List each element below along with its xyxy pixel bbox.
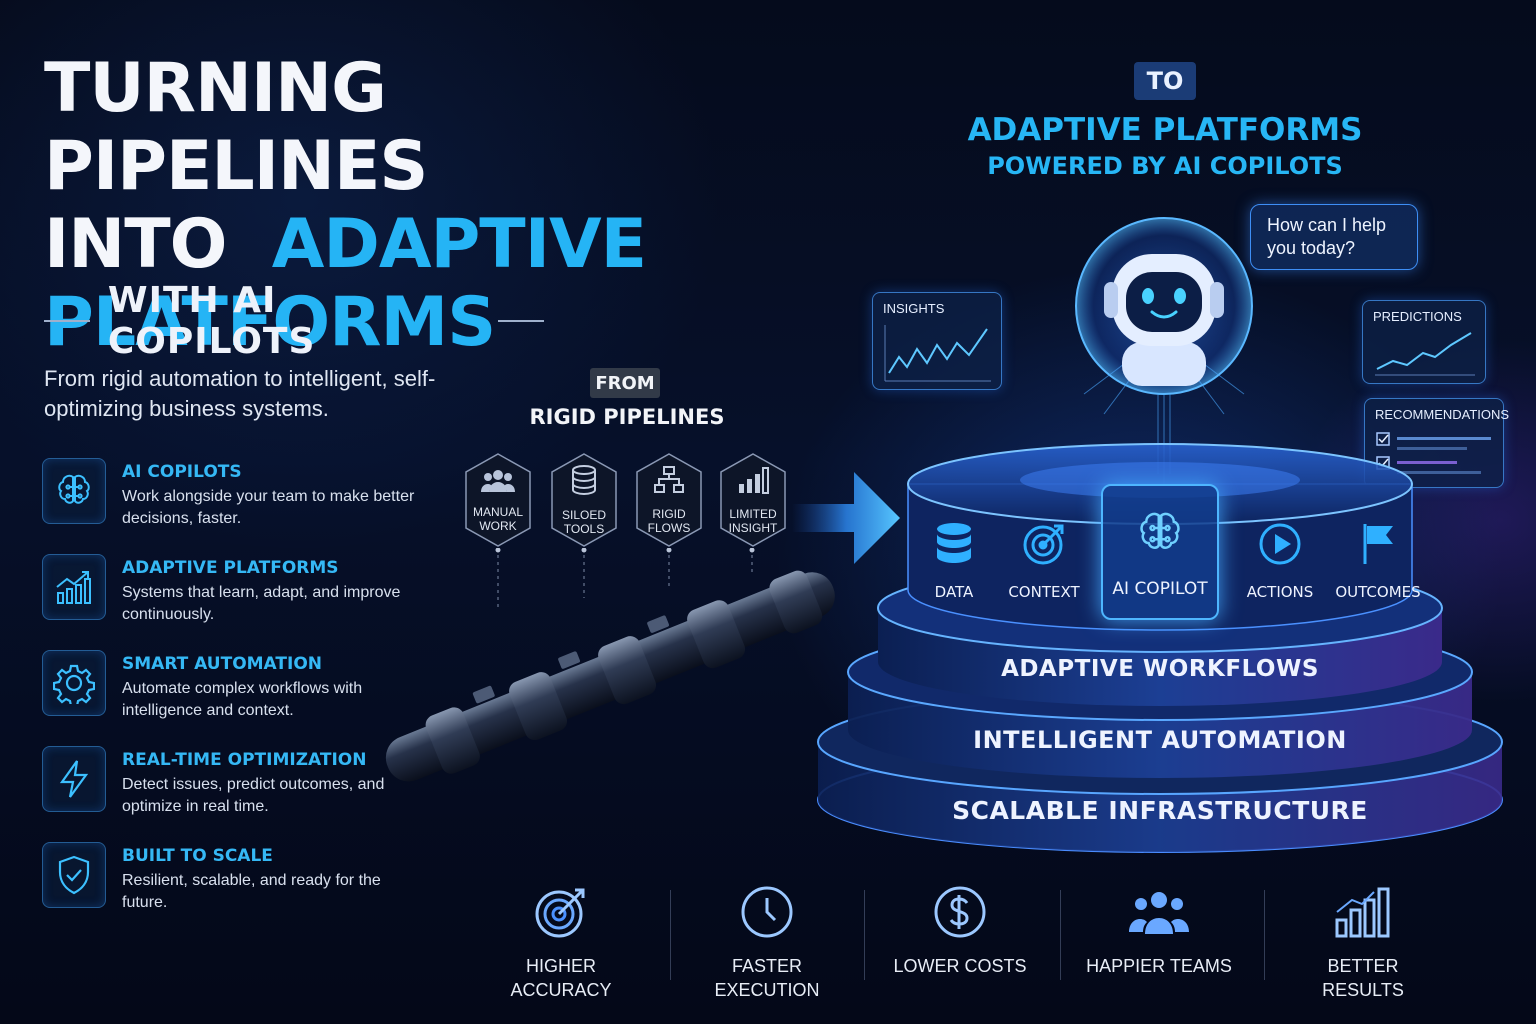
feature-item: ADAPTIVE PLATFORMS Systems that learn, a… bbox=[42, 554, 422, 650]
page-title: TURNING PIPELINES INTO ADAPTIVE PLATFORM… bbox=[44, 50, 744, 362]
growth-chart-icon bbox=[42, 554, 106, 620]
from-item-label: MANUAL WORK bbox=[472, 504, 523, 533]
people-icon bbox=[481, 468, 515, 497]
database-icon bbox=[935, 522, 973, 571]
arrow-right-icon bbox=[792, 472, 900, 564]
module-actions: ACTIONS bbox=[1234, 508, 1326, 610]
divider bbox=[1060, 890, 1061, 980]
to-badge: TO bbox=[1134, 62, 1196, 100]
play-icon bbox=[1258, 522, 1302, 571]
from-item-label: RIGID FLOWS bbox=[647, 506, 691, 535]
divider bbox=[670, 890, 671, 980]
target-icon bbox=[1022, 522, 1066, 571]
title-line-1: TURNING PIPELINES bbox=[44, 49, 428, 206]
flag-icon bbox=[1360, 522, 1396, 571]
feature-list: AI COPILOTS Work alongside your team to … bbox=[42, 458, 422, 938]
module-label: CONTEXT bbox=[1008, 583, 1080, 601]
feature-title: REAL-TIME OPTIMIZATION bbox=[122, 750, 367, 770]
bar-chart-icon bbox=[737, 466, 769, 499]
insights-panel: INSIGHTS bbox=[872, 292, 1002, 390]
clock-icon bbox=[692, 880, 842, 944]
benefit-item: FASTER EXECUTION bbox=[692, 880, 842, 1002]
module-label: AI COPILOT bbox=[1112, 579, 1208, 599]
subtitle-text: WITH AI COPILOTS bbox=[107, 280, 316, 362]
benefit-label: HIGHER ACCURACY bbox=[510, 956, 612, 1000]
benefit-label: BETTER RESULTS bbox=[1322, 956, 1404, 1000]
feature-desc: Resilient, scalable, and ready for the f… bbox=[122, 872, 381, 911]
feature-desc: Work alongside your team to make better … bbox=[122, 488, 415, 527]
module-label: DATA bbox=[934, 583, 974, 601]
feature-item: SMART AUTOMATION Automate complex workfl… bbox=[42, 650, 422, 746]
feature-item: REAL-TIME OPTIMIZATION Detect issues, pr… bbox=[42, 746, 422, 842]
predictions-panel: PREDICTIONS bbox=[1362, 300, 1486, 384]
recommendations-title: RECOMMENDATIONS bbox=[1375, 407, 1510, 422]
feature-desc: Detect issues, predict outcomes, and opt… bbox=[122, 776, 385, 815]
from-item: RIGID FLOWS bbox=[635, 452, 703, 548]
target-icon bbox=[486, 880, 636, 944]
module-data: DATA bbox=[908, 508, 1000, 610]
brain-icon bbox=[1133, 508, 1187, 563]
shield-check-icon bbox=[42, 842, 106, 908]
from-item: MANUAL WORK bbox=[464, 452, 532, 548]
benefit-item: LOWER COSTS bbox=[885, 880, 1035, 978]
benefit-label: LOWER COSTS bbox=[893, 956, 1027, 976]
feature-title: SMART AUTOMATION bbox=[122, 654, 322, 674]
brain-icon bbox=[42, 458, 106, 524]
connector-lines bbox=[495, 548, 755, 608]
robot-copilot-icon bbox=[1075, 217, 1253, 484]
lightning-icon bbox=[42, 746, 106, 812]
chat-bubble: How can I help you today? bbox=[1250, 204, 1418, 270]
feature-desc: Systems that learn, adapt, and improve c… bbox=[122, 584, 401, 623]
trend-chart-icon bbox=[1375, 332, 1475, 376]
module-outcomes: OUTCOMES bbox=[1332, 508, 1424, 610]
feature-title: ADAPTIVE PLATFORMS bbox=[122, 558, 339, 578]
module-label: ACTIONS bbox=[1246, 583, 1314, 601]
benefit-item: HAPPIER TEAMS bbox=[1084, 880, 1234, 978]
title-line-3: PLATFORMS bbox=[44, 283, 496, 362]
bar-chart-icon bbox=[1288, 880, 1438, 944]
from-item: SILOED TOOLS bbox=[550, 452, 618, 548]
from-item-label: LIMITED INSIGHT bbox=[728, 506, 778, 535]
feature-desc: Automate complex workflows with intellig… bbox=[122, 680, 363, 719]
from-title: RIGID PIPELINES bbox=[529, 405, 725, 429]
module-ai-copilot: AI COPILOT bbox=[1101, 484, 1219, 620]
title-line-2-blue: ADAPTIVE bbox=[271, 205, 647, 284]
module-label: OUTCOMES bbox=[1335, 583, 1421, 601]
team-icon bbox=[1084, 880, 1234, 944]
subtitle: WITH AI COPILOTS bbox=[44, 280, 544, 362]
tagline: From rigid automation to intelligent, se… bbox=[44, 366, 436, 421]
feature-item: AI COPILOTS Work alongside your team to … bbox=[42, 458, 422, 554]
pipeline-graphic bbox=[385, 570, 835, 782]
benefit-label: FASTER EXECUTION bbox=[714, 956, 820, 1000]
benefit-label: HAPPIER TEAMS bbox=[1086, 956, 1232, 976]
divider bbox=[1264, 890, 1265, 980]
platform-stack bbox=[817, 443, 1503, 853]
feature-title: AI COPILOTS bbox=[122, 462, 242, 482]
subtitle-rule-right bbox=[498, 320, 544, 322]
dollar-icon bbox=[885, 880, 1035, 944]
to-title: ADAPTIVE PLATFORMS bbox=[967, 112, 1363, 148]
flowchart-icon bbox=[654, 465, 684, 499]
predictions-title: PREDICTIONS bbox=[1373, 309, 1462, 324]
layer-intelligent-automation: INTELLIGENT AUTOMATION bbox=[973, 726, 1347, 754]
layer-scalable-infrastructure: SCALABLE INFRASTRUCTURE bbox=[952, 796, 1368, 825]
benefit-item: BETTER RESULTS bbox=[1288, 880, 1438, 1002]
line-chart-icon bbox=[884, 325, 991, 382]
insights-title: INSIGHTS bbox=[883, 301, 945, 316]
divider bbox=[864, 890, 865, 980]
database-icon bbox=[570, 464, 598, 500]
from-badge: FROM bbox=[590, 368, 660, 398]
layer-adaptive-workflows: ADAPTIVE WORKFLOWS bbox=[1001, 656, 1319, 682]
from-item-label: SILOED TOOLS bbox=[561, 507, 606, 536]
title-line-2-white: INTO bbox=[44, 205, 227, 284]
subtitle-rule-left bbox=[44, 320, 90, 322]
to-subtitle: POWERED BY AI COPILOTS bbox=[987, 152, 1343, 180]
feature-title: BUILT TO SCALE bbox=[122, 846, 273, 866]
feature-item: BUILT TO SCALE Resilient, scalable, and … bbox=[42, 842, 422, 938]
from-item: LIMITED INSIGHT bbox=[719, 452, 787, 548]
benefit-item: HIGHER ACCURACY bbox=[486, 880, 636, 1002]
gear-icon bbox=[42, 650, 106, 716]
module-context: CONTEXT bbox=[998, 508, 1090, 610]
